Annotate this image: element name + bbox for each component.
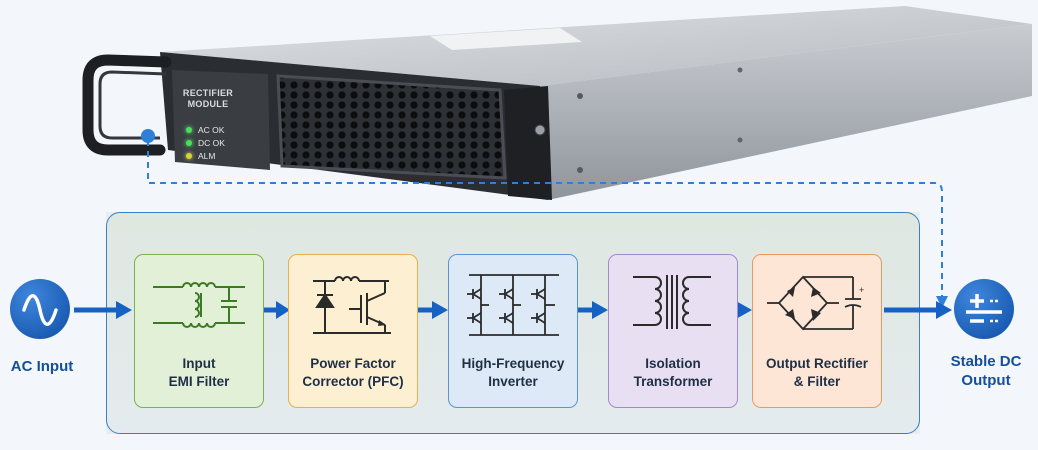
stage-output-rectifier: + Output Rectifier & Filter	[752, 254, 882, 408]
transformer-symbol-icon	[633, 275, 711, 329]
arrow-right-icon	[578, 301, 608, 319]
led-dc-ok: DC OK	[186, 138, 225, 148]
module-front-label: RECTIFIER MODULE	[178, 88, 238, 110]
stage-inverter: High-Frequency Inverter	[448, 254, 578, 408]
led-indicator-icon	[186, 140, 192, 146]
ac-sine-icon	[10, 279, 70, 339]
led-label: AC OK	[198, 125, 225, 135]
svg-text:+: +	[859, 285, 864, 295]
dc-output-icon	[954, 279, 1014, 339]
led-indicator-icon	[186, 153, 192, 159]
stage-label: Power Factor Corrector (PFC)	[302, 356, 404, 389]
stage-pfc: Power Factor Corrector (PFC)	[288, 254, 418, 408]
arrow-right-icon	[884, 301, 952, 319]
led-label: DC OK	[198, 138, 225, 148]
stage-label: Input EMI Filter	[168, 356, 230, 389]
led-ac-ok: AC OK	[186, 125, 224, 135]
led-alm: ALM	[186, 151, 215, 161]
bridge-rectifier-icon: +	[767, 275, 864, 331]
stage-label: High-Frequency Inverter	[461, 356, 565, 389]
pfc-symbol-icon	[313, 276, 391, 334]
led-label: ALM	[198, 151, 216, 161]
stage-label: Output Rectifier & Filter	[765, 356, 868, 389]
arrow-right-icon	[264, 301, 290, 319]
inverter-bridge-icon	[467, 274, 559, 336]
stage-emi-filter: Input EMI Filter	[134, 254, 264, 408]
arrow-right-icon	[418, 301, 448, 319]
dc-output-label: Stable DC Output	[950, 353, 1022, 389]
arrow-right-icon	[74, 301, 132, 319]
led-indicator-icon	[186, 127, 192, 133]
ac-input-label: AC Input	[10, 358, 74, 375]
stage-label: Isolation Transformer	[633, 356, 713, 389]
stage-transformer: Isolation Transformer	[608, 254, 738, 408]
module-front-label-text: RECTIFIER MODULE	[182, 88, 234, 109]
emi-filter-symbol-icon	[153, 282, 245, 328]
